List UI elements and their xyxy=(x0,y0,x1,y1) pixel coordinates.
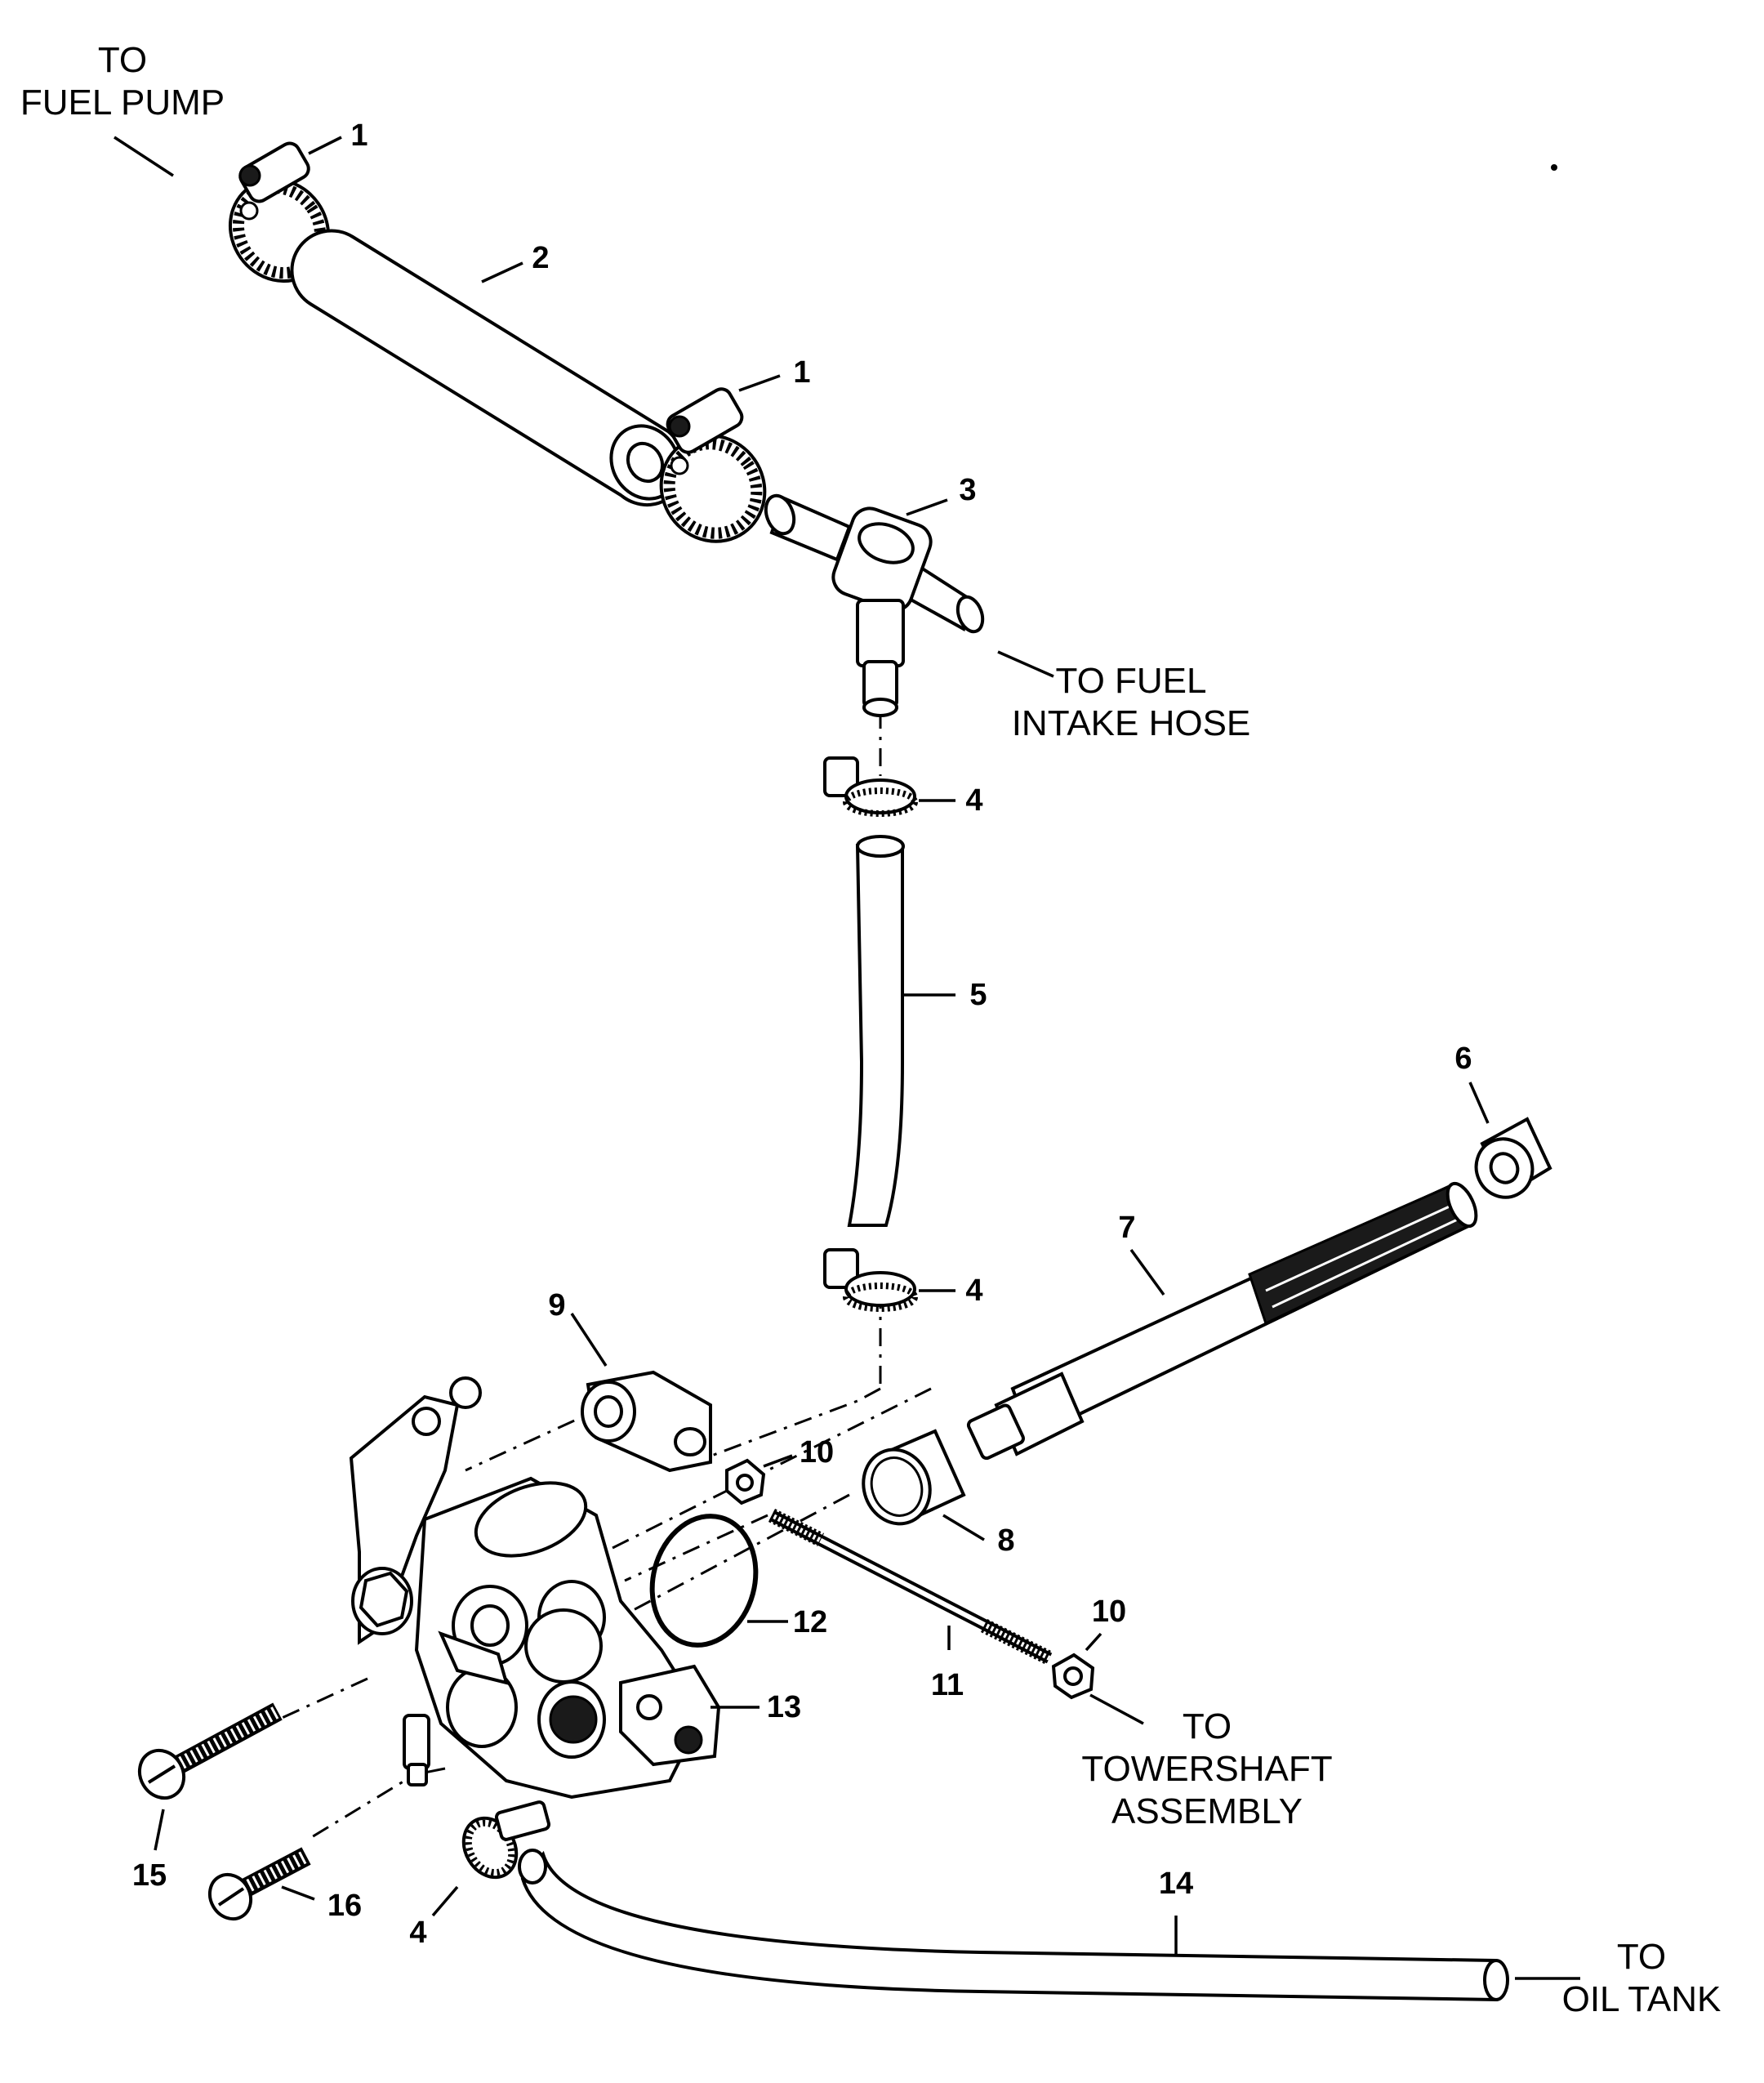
svg-text:7: 7 xyxy=(1118,1211,1135,1245)
svg-text:4: 4 xyxy=(965,783,982,818)
svg-text:FUEL PUMP: FUEL PUMP xyxy=(20,83,225,123)
driven-shaft-7: 7 xyxy=(966,1181,1478,1461)
label-to-fuel-intake-hose: TO FUEL INTAKE HOSE xyxy=(997,650,1251,743)
svg-text:4: 4 xyxy=(409,1916,426,1950)
svg-text:1: 1 xyxy=(350,118,368,153)
label-to-towershaft-assembly: TO TOWERSHAFT ASSEMBLY xyxy=(1081,1693,1333,1831)
nut-10-lower: 10 xyxy=(1051,1595,1126,1700)
svg-text:11: 11 xyxy=(931,1668,964,1702)
nut-10-upper: 10 xyxy=(725,1435,834,1505)
svg-text:2: 2 xyxy=(532,241,549,275)
screw-15: 15 xyxy=(132,1702,283,1893)
svg-text:3: 3 xyxy=(959,473,976,507)
svg-text:14: 14 xyxy=(1159,1867,1193,1901)
svg-text:12: 12 xyxy=(793,1605,827,1639)
label-to-fuel-pump: TO FUEL PUMP xyxy=(20,40,225,177)
svg-text:5: 5 xyxy=(969,978,987,1012)
clamp-1-second: 1 xyxy=(659,355,811,543)
svg-text:TOWERSHAFT: TOWERSHAFT xyxy=(1081,1749,1332,1789)
svg-text:10: 10 xyxy=(1092,1595,1126,1629)
svg-text:TO: TO xyxy=(1617,1937,1666,1977)
svg-text:TO: TO xyxy=(1183,1706,1232,1746)
svg-text:6: 6 xyxy=(1454,1042,1472,1076)
label-to-oil-tank: TO OIL TANK xyxy=(1515,1937,1721,2019)
svg-text:INTAKE HOSE: INTAKE HOSE xyxy=(1012,703,1251,743)
oil-pump-body-13: 13 xyxy=(349,1376,801,1800)
svg-text:15: 15 xyxy=(132,1858,167,1893)
clamp-4-bottom: 4 xyxy=(409,1800,551,1950)
svg-text:10: 10 xyxy=(800,1435,834,1470)
link-9: 9 xyxy=(548,1288,712,1473)
tee-fitting-3: 3 xyxy=(764,473,985,717)
screw-16: 16 xyxy=(207,1847,362,1923)
svg-text:ASSEMBLY: ASSEMBLY xyxy=(1111,1791,1303,1831)
svg-text:TO FUEL: TO FUEL xyxy=(1055,661,1206,701)
clamp-4-lower: 4 xyxy=(823,1248,983,1312)
stray-mark xyxy=(1551,164,1557,171)
svg-text:1: 1 xyxy=(793,355,810,390)
oil-hose-14: 14 xyxy=(518,1849,1509,2002)
svg-text:9: 9 xyxy=(548,1288,565,1323)
rod-11: 11 xyxy=(768,1508,1054,1702)
bushing-8: 8 xyxy=(862,1429,1015,1558)
svg-text:TO: TO xyxy=(98,40,147,80)
svg-text:4: 4 xyxy=(965,1273,982,1308)
hose-2: 2 xyxy=(290,229,687,507)
svg-text:OIL TANK: OIL TANK xyxy=(1562,1979,1722,2019)
svg-text:16: 16 xyxy=(327,1889,362,1923)
svg-text:8: 8 xyxy=(997,1523,1014,1558)
bushing-6: 6 xyxy=(1454,1042,1552,1199)
hose-5: 5 xyxy=(847,835,987,1227)
svg-text:13: 13 xyxy=(767,1690,801,1724)
o-ring-12: 12 xyxy=(649,1514,827,1648)
clamp-4-upper: 4 xyxy=(823,756,983,818)
